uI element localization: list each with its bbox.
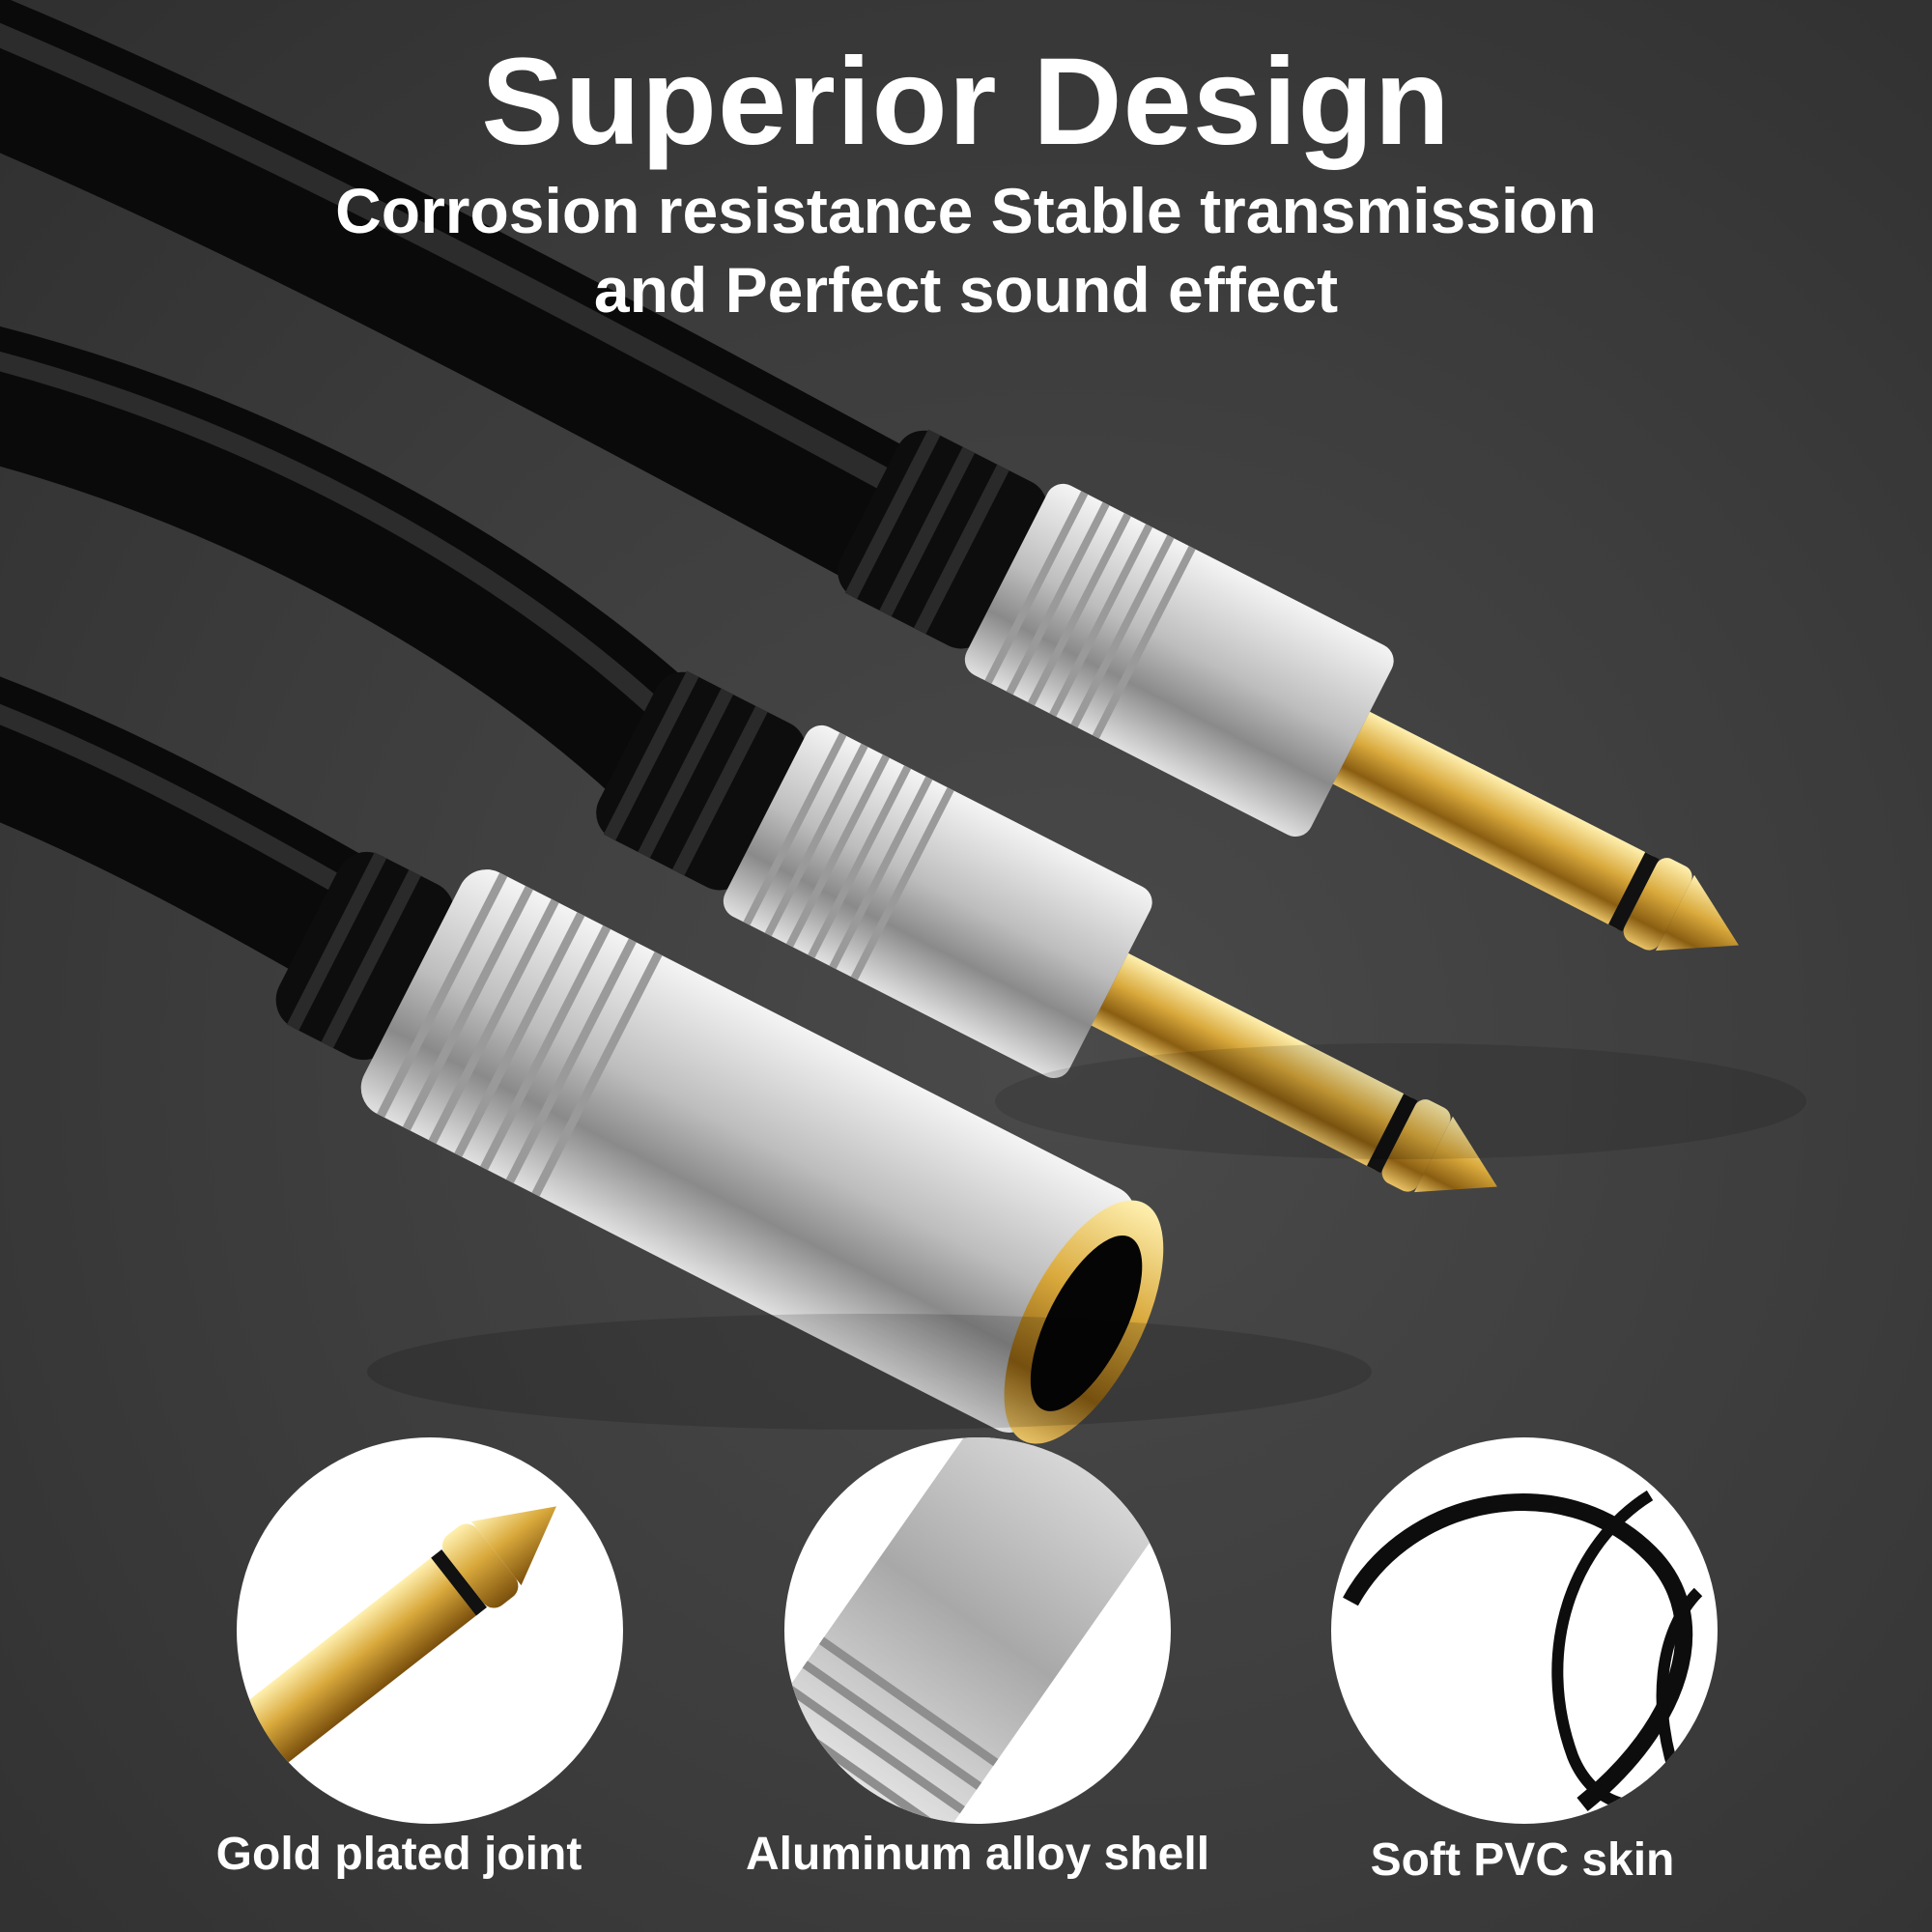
page-title: Superior Design [481, 33, 1451, 171]
subtitle-line-1: Corrosion resistance Stable transmission [335, 175, 1597, 246]
pvc-cable-icon [1343, 1490, 1703, 1812]
gold-plug-tip-icon [237, 1506, 556, 1809]
aluminum-shell-icon [784, 1437, 1171, 1824]
feature-gold-joint-circle [237, 1437, 623, 1824]
feature-aluminum-shell-circle [784, 1437, 1171, 1824]
subtitle-line-2: and Perfect sound effect [593, 254, 1339, 326]
feature-label-aluminum-shell: Aluminum alloy shell [745, 1829, 1210, 1880]
feature-pvc-skin-circle [1331, 1437, 1718, 1824]
feature-label-pvc-skin: Soft PVC skin [1370, 1834, 1675, 1886]
feature-label-gold-joint: Gold plated joint [215, 1829, 582, 1880]
